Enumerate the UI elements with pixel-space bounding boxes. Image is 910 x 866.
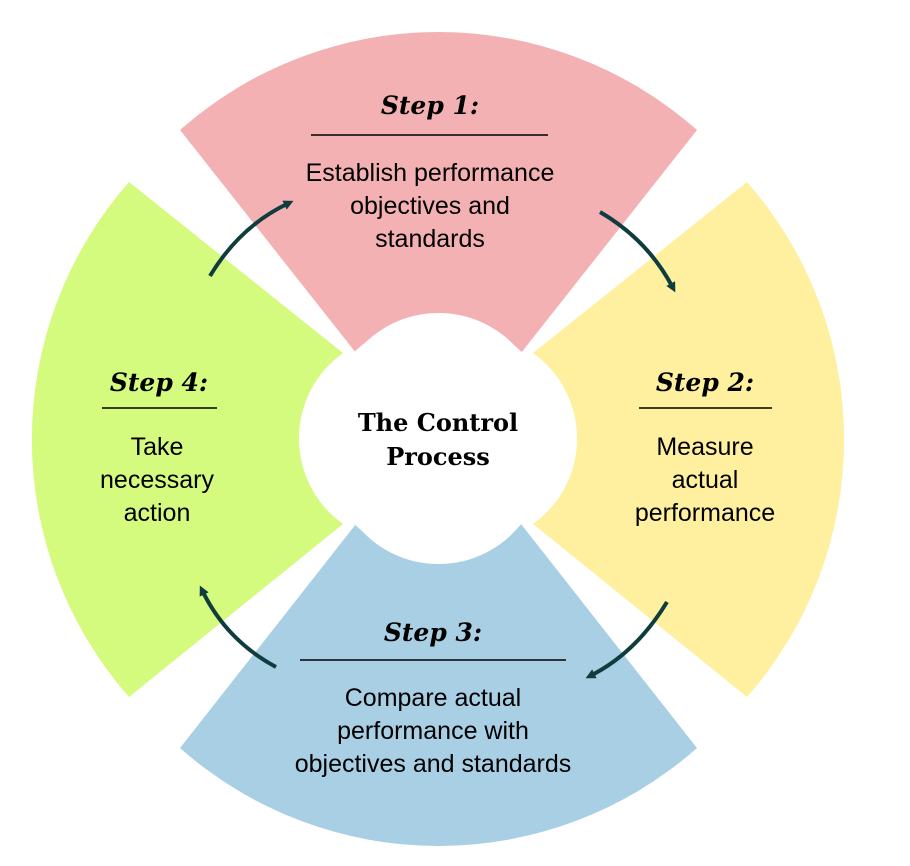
step-3-text-line1: Compare actual bbox=[345, 684, 521, 712]
arrow-step4-to-step1 bbox=[208, 200, 294, 278]
step-2-text-line2: actual bbox=[672, 466, 739, 494]
center-circle bbox=[318, 318, 558, 558]
step-4-sector bbox=[31, 182, 343, 697]
step-4-text-line2: necessary bbox=[100, 466, 214, 494]
step-3-text-line2: performance with bbox=[337, 717, 529, 745]
center-title-line1: The Control bbox=[358, 408, 518, 437]
step-1-text-line3: standards bbox=[375, 225, 485, 253]
step-2-text-line1: Measure bbox=[656, 433, 753, 461]
step-1-sector bbox=[180, 32, 697, 354]
arrow-step1-to-step2 bbox=[598, 210, 676, 293]
step-2-sector bbox=[533, 182, 845, 697]
step-4-text-line3: action bbox=[124, 499, 191, 527]
center-title-line2: Process bbox=[386, 442, 490, 471]
step-2-text-line3: performance bbox=[635, 499, 775, 527]
step-3-heading: Step 3: bbox=[384, 618, 482, 647]
step-1-heading: Step 1: bbox=[381, 91, 479, 120]
step-2-heading: Step 2: bbox=[656, 368, 754, 397]
step-4-text-line1: Take bbox=[131, 433, 184, 461]
arrow-step2-to-step3 bbox=[585, 600, 669, 679]
step-3-text-line3: objectives and standards bbox=[295, 750, 572, 778]
step-1-text-line2: objectives and bbox=[350, 192, 510, 220]
step-4-heading: Step 4: bbox=[110, 368, 208, 397]
arrow-step3-to-step4 bbox=[199, 585, 277, 669]
step-1-text-line1: Establish performance bbox=[306, 159, 555, 187]
step-3-sector bbox=[180, 524, 697, 846]
